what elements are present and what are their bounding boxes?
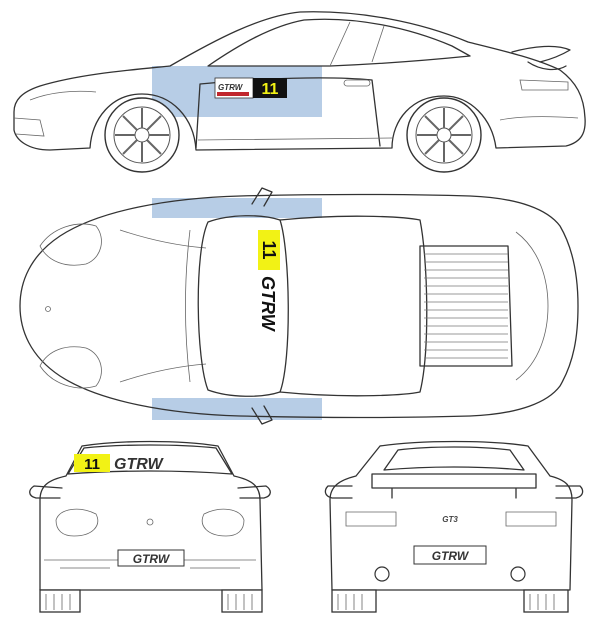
front-mirror-right	[237, 485, 271, 499]
top-mirror-left	[251, 187, 273, 207]
rear-exhaust-left	[374, 566, 390, 582]
top-sponsor-logo: GTRW	[258, 276, 278, 333]
top-race-number: 11	[259, 240, 279, 259]
front-windshield	[67, 444, 233, 475]
rear-spoiler	[371, 473, 537, 499]
front-license-plate: GTRW	[117, 549, 185, 567]
front-view: 11 GTRW GTRW	[29, 440, 271, 613]
top-mirror-right	[251, 405, 273, 425]
side-sponsor-logo: GTRW	[218, 83, 244, 92]
top-windshield-banner: 11 GTRW	[258, 230, 280, 333]
rear-model-badge: GT3	[442, 515, 458, 524]
top-roof	[279, 215, 428, 397]
side-door-line	[195, 77, 381, 149]
rear-plate-logo: GTRW	[432, 549, 470, 563]
rear-exhaust-right	[510, 566, 526, 582]
front-windshield-banner: 11 GTRW	[74, 454, 164, 473]
front-body-outline	[39, 440, 263, 591]
side-rear-wing	[511, 45, 571, 71]
side-body-outline	[13, 11, 586, 151]
rear-mirror-left	[324, 485, 353, 499]
side-race-number: 11	[262, 81, 279, 98]
side-view: GTRW 11	[13, 11, 586, 173]
side-greenhouse	[207, 18, 471, 67]
top-band-upper	[152, 198, 322, 218]
rear-body-outline	[329, 440, 573, 591]
front-mirror-left	[29, 485, 63, 499]
side-logo-stripe	[217, 92, 249, 96]
rear-mirror-right	[555, 485, 584, 499]
front-race-number: 11	[84, 456, 100, 473]
side-rear-wheel	[406, 97, 482, 173]
side-front-wheel	[104, 97, 180, 173]
front-sponsor-logo: GTRW	[114, 456, 164, 473]
top-rear-window	[419, 245, 513, 367]
front-plate-logo: GTRW	[133, 552, 171, 566]
rear-license-plate: GTRW	[413, 545, 487, 565]
top-body-outline	[19, 193, 579, 419]
side-number-decal: GTRW 11	[214, 77, 287, 99]
top-band-lower	[152, 398, 322, 420]
rear-window	[383, 446, 525, 471]
rear-view: GT3 GTRW	[324, 440, 584, 613]
top-view: 11 GTRW	[19, 187, 579, 425]
